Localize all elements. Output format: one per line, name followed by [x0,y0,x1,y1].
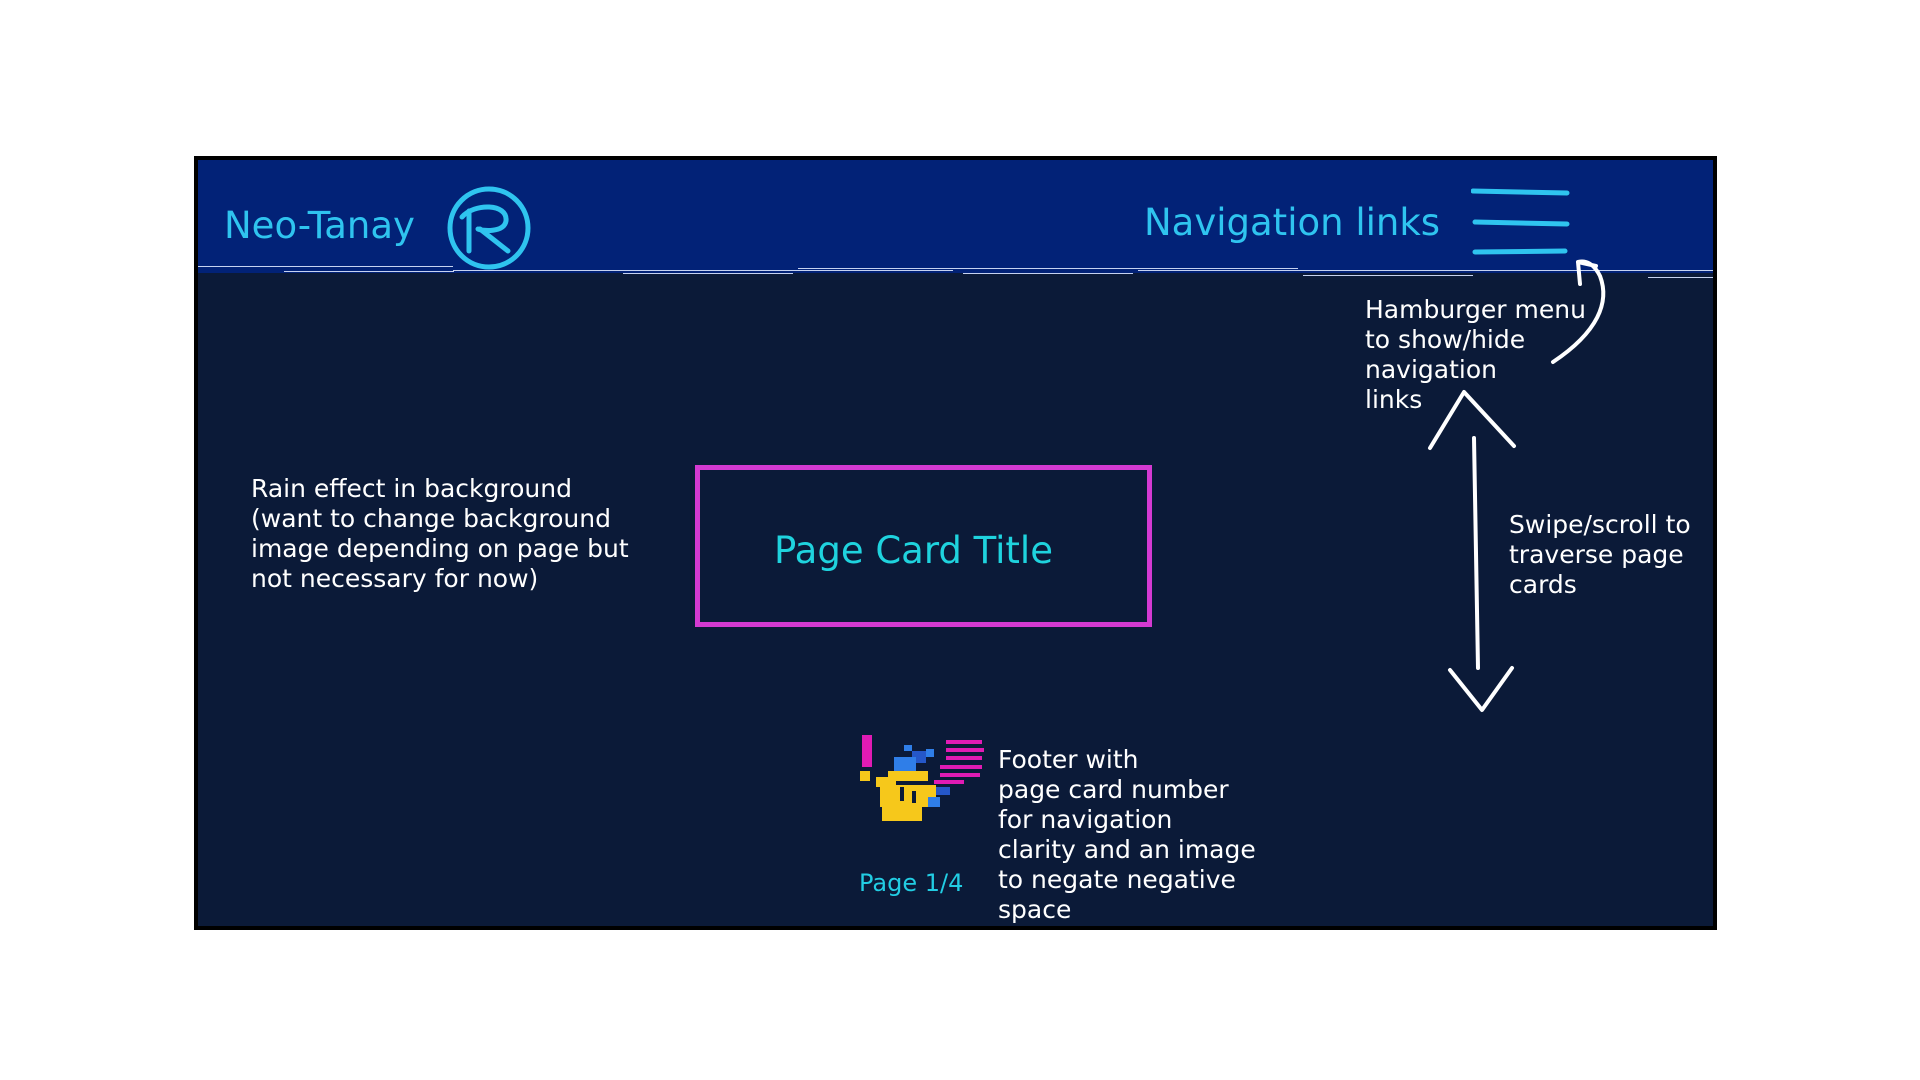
page-card[interactable]: Page Card Title [695,465,1152,627]
navbar-divider [1138,270,1713,271]
swipe-annotation: Swipe/scroll to traverse page cards [1509,510,1691,599]
brand-name[interactable]: Neo-Tanay [224,204,415,247]
navbar-divider [798,268,1298,269]
nav-links-placeholder[interactable]: Navigation links [1144,201,1441,244]
navbar: Neo-Tanay Navigation links [198,160,1713,273]
footer-page-number: Page 1/4 [859,869,964,897]
pixel-art-character-icon [860,735,984,821]
navbar-divider [1648,277,1713,278]
page-card-title: Page Card Title [774,529,1053,572]
footer-annotation: Footer with page card number for navigat… [998,745,1256,924]
navbar-divider [284,271,454,272]
navbar-divider [453,270,953,271]
swipe-arrow-down [1448,666,1514,712]
hamburger-annotation: Hamburger menu to show/hide navigation l… [1365,295,1586,414]
app-mockup: Neo-Tanay Navigation links Hamburger men… [194,156,1717,930]
rain-annotation: Rain effect in background (want to chang… [251,474,629,593]
hamburger-menu-icon[interactable] [1471,187,1583,267]
navbar-divider [198,266,453,267]
navbar-divider [1303,275,1473,276]
navbar-divider [963,273,1133,274]
logo-icon[interactable] [444,185,534,271]
swipe-arrow-shaft [1472,436,1480,670]
navbar-divider [623,273,793,274]
